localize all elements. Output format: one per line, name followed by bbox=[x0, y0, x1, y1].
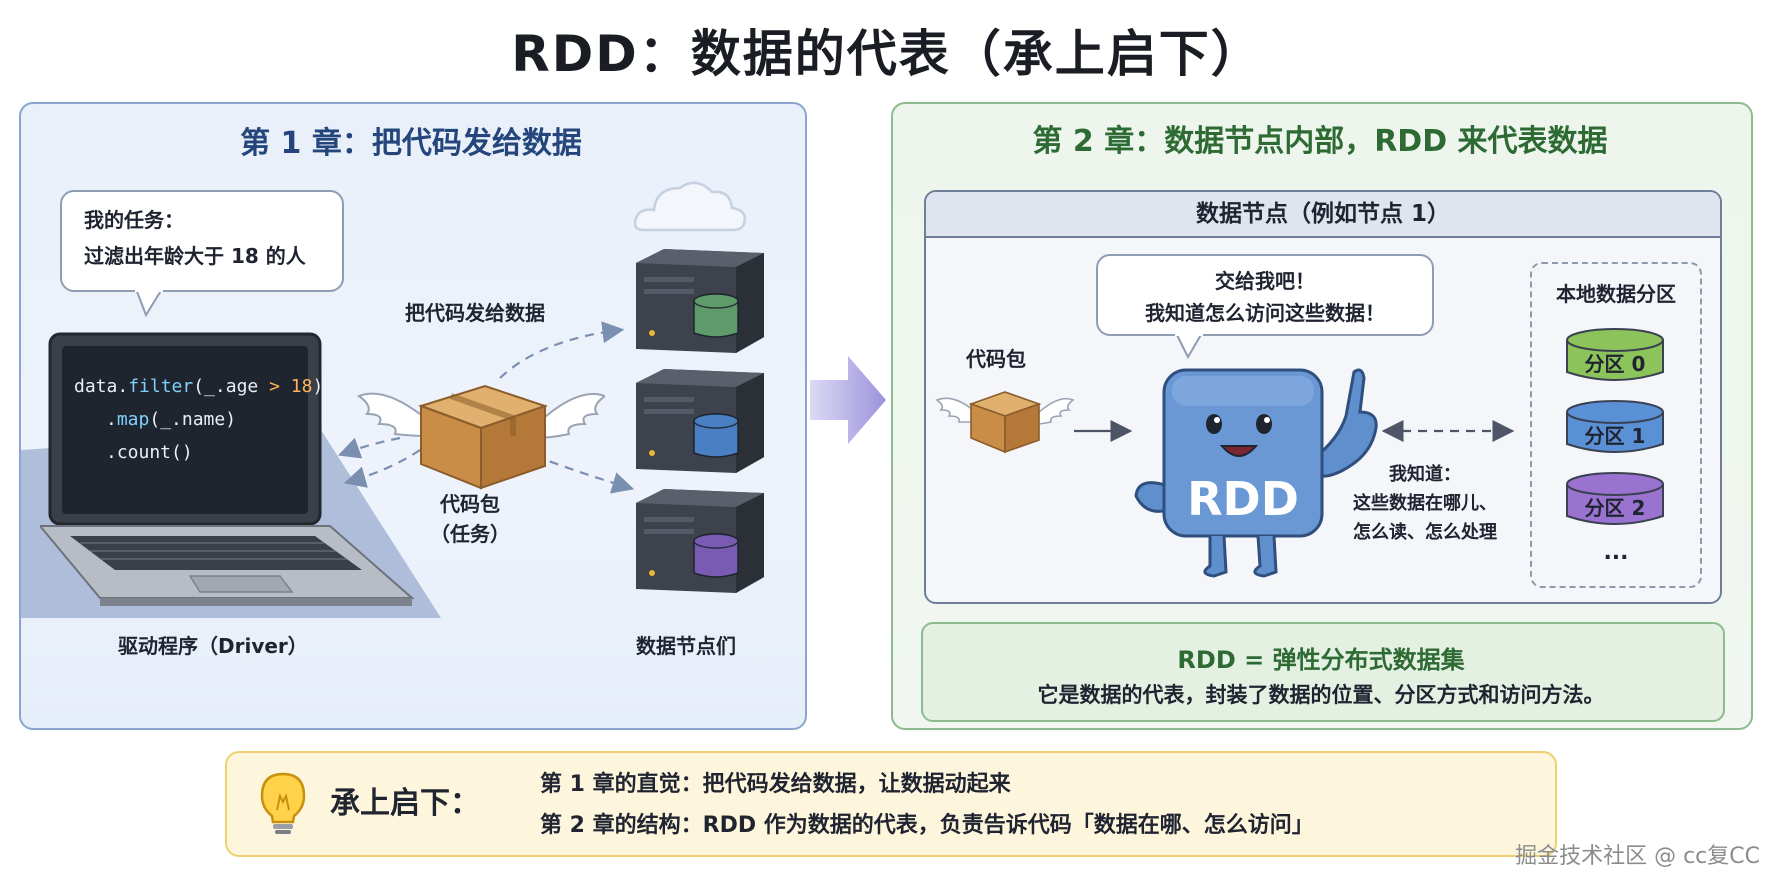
summary-line-2: 第 2 章的结构：RDD 作为数据的代表，负责告诉代码「数据在哪、怎么访问」 bbox=[540, 813, 1314, 838]
partitions-more: ... bbox=[1603, 540, 1629, 565]
partition-label: 分区 1 bbox=[1584, 424, 1646, 448]
partition-cylinder-icon bbox=[1566, 472, 1664, 525]
package-label-line1: 代码包 bbox=[440, 492, 500, 516]
data-node-title: 数据节点（例如节点 1） bbox=[926, 192, 1720, 238]
rdd-mascot-icon bbox=[1134, 368, 1378, 578]
code-snippet: data.filter(_.age > 18) .map(_.name) .co… bbox=[74, 370, 323, 469]
page-title: RDD：数据的代表（承上启下） bbox=[511, 25, 1263, 83]
rdd-definition-box bbox=[921, 622, 1725, 722]
send-arrows bbox=[337, 321, 635, 494]
data-nodes-group bbox=[636, 249, 764, 593]
package-label: 代码包 （任务） bbox=[420, 489, 520, 549]
partition-cylinder-icon bbox=[1566, 328, 1664, 381]
rdd-bubble-tail-icon bbox=[1174, 333, 1204, 360]
rdd-definition-title: RDD = 弹性分布式数据集 bbox=[1177, 646, 1465, 674]
server-node-icon bbox=[636, 369, 764, 473]
rdd-mascot-label: RDD bbox=[1187, 472, 1299, 526]
summary-line-1: 第 1 章的直觉：把代码发给数据，让数据动起来 bbox=[540, 772, 1011, 797]
partition-label: 分区 0 bbox=[1584, 352, 1646, 376]
lightbulb-icon bbox=[260, 772, 306, 834]
rdd-knows-line2: 这些数据在哪儿、 bbox=[1353, 493, 1497, 514]
partition-1: 分区 1 bbox=[1565, 398, 1665, 464]
task-speech-bubble: 我的任务： 过滤出年龄大于 18 的人 bbox=[60, 190, 344, 292]
partition-cylinder-icon bbox=[1566, 400, 1664, 453]
data-nodes-label: 数据节点们 bbox=[636, 634, 736, 658]
small-winged-package-icon bbox=[935, 391, 1075, 454]
watermark: 掘金技术社区 @ cc复CC bbox=[1515, 844, 1760, 869]
partition-label: 分区 2 bbox=[1584, 496, 1646, 520]
rdd-bubble-line2: 我知道怎么访问这些数据！ bbox=[1145, 301, 1385, 325]
summary-box bbox=[225, 751, 1557, 857]
partitions-title: 本地数据分区 bbox=[1556, 282, 1676, 306]
partition-2: 分区 2 bbox=[1565, 470, 1665, 536]
rdd-bubble-line1: 交给我吧！ bbox=[1215, 269, 1315, 293]
cloud-icon bbox=[633, 181, 746, 232]
rdd-definition-desc: 它是数据的代表，封装了数据的位置、分区方式和访问方法。 bbox=[1037, 683, 1605, 707]
chapter2-heading: 第 2 章：数据节点内部，RDD 来代表数据 bbox=[1032, 124, 1608, 159]
rdd-knows-line1: 我知道： bbox=[1389, 464, 1461, 485]
partition-0: 分区 0 bbox=[1565, 326, 1665, 392]
driver-label: 驱动程序（Driver） bbox=[118, 634, 308, 658]
server-node-icon bbox=[636, 489, 764, 593]
partitions-box bbox=[1530, 262, 1702, 588]
code-line-3: .count() bbox=[106, 442, 193, 463]
winged-package-icon bbox=[356, 384, 605, 490]
rdd-knows-text: 我知道： 这些数据在哪儿、 怎么读、怎么处理 bbox=[1340, 460, 1510, 547]
server-node-icon bbox=[636, 249, 764, 353]
code-line-1: data.filter(_.age > 18) bbox=[74, 376, 324, 397]
chapter1-heading: 第 1 章：把代码发给数据 bbox=[240, 126, 582, 161]
rdd-speech-bubble: 交给我吧！ 我知道怎么访问这些数据！ bbox=[1096, 254, 1434, 336]
chapter-transition-arrow-icon bbox=[810, 356, 886, 444]
bubble-tail-icon bbox=[134, 289, 164, 317]
code-line-2: .map(_.name) bbox=[106, 409, 237, 430]
task-bubble-line2: 过滤出年龄大于 18 的人 bbox=[84, 244, 306, 268]
code-package-label: 代码包 bbox=[966, 347, 1026, 371]
send-code-label: 把代码发给数据 bbox=[405, 301, 545, 325]
rdd-arrows bbox=[1074, 420, 1515, 442]
summary-title: 承上启下： bbox=[330, 786, 480, 821]
laptop-icon bbox=[40, 332, 415, 606]
rdd-knows-line3: 怎么读、怎么处理 bbox=[1353, 522, 1497, 543]
package-label-line2: （任务） bbox=[430, 522, 510, 546]
task-bubble-line1: 我的任务： bbox=[84, 208, 184, 232]
